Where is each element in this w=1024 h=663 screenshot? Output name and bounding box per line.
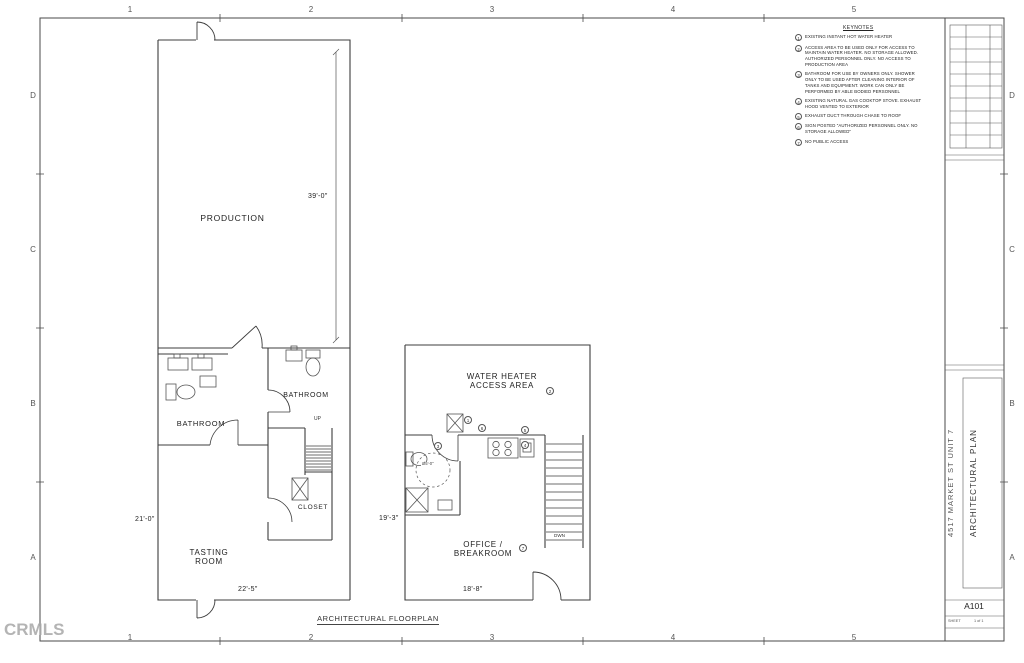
keynote-text: BATHROOM FOR USE BY OWNERS ONLY. SHOWER … (805, 71, 915, 94)
sink-symbol (199, 375, 217, 388)
titleblock-sheet-name: ARCHITECTURAL PLAN (969, 429, 978, 537)
keynotes-title: KEYNOTES (843, 25, 874, 31)
keynote-number: 4 (795, 97, 802, 105)
toilet-symbol (305, 349, 321, 359)
watermark: CRMLS (4, 620, 65, 639)
keynote-number: 5 (795, 112, 802, 120)
border-ticks (36, 14, 1008, 645)
grid-row-label: C (1009, 245, 1015, 254)
grid-row-label: A (30, 553, 36, 562)
left-fixtures (165, 345, 321, 501)
keynote-ref-access: 2 (546, 387, 554, 395)
titleblock-grid (945, 24, 1004, 629)
grid-row-label: D (30, 91, 36, 100)
keynote-item: 7 NO PUBLIC ACCESS (795, 138, 937, 146)
keynote-item: 2 ACCESS AREA TO BE USED ONLY FOR ACCESS… (795, 44, 937, 68)
room-label-closet: CLOSET (297, 504, 329, 511)
keynote-item: 5 EXHAUST DUCT THROUGH CHASE TO ROOF (795, 112, 937, 120)
right-stairs (546, 443, 582, 541)
keynote-ref-bath: 3 (434, 442, 442, 450)
right-plan-walls (404, 344, 591, 601)
grid-col-label: 5 (851, 5, 857, 14)
room-label-office: OFFICE / BREAKROOM (453, 540, 513, 559)
keynotes-panel: KEYNOTES 1 EXISTING INSTANT HOT WATER HE… (795, 25, 937, 149)
sink-symbol (437, 499, 453, 511)
keynote-ref-exhaust: 5 (521, 426, 529, 434)
turning-circle-label: Ø5'-0" (421, 461, 435, 467)
grid-row-label: A (1009, 553, 1015, 562)
keynote-text: EXISTING INSTANT HOT WATER HEATER (805, 34, 893, 39)
drawing-caption: ARCHITECTURAL FLOORPLAN (317, 614, 439, 625)
shower-symbol (405, 487, 429, 513)
grid-row-label: C (30, 245, 36, 254)
dim-19-3: 19'-3" (378, 515, 400, 524)
stair-dwn-label: DWN (553, 533, 566, 539)
sink-symbol (285, 349, 303, 362)
grid-col-label: 2 (308, 5, 314, 14)
room-label-production: PRODUCTION (200, 213, 265, 223)
grid-col-label: 1 (127, 5, 133, 14)
grid-col-label: 2 (308, 633, 314, 642)
keynote-number: 6 (795, 123, 802, 131)
keynote-item: 3 BATHROOM FOR USE BY OWNERS ONLY. SHOWE… (795, 71, 937, 94)
grid-col-label: 3 (489, 633, 495, 642)
left-plan-walls (157, 21, 351, 619)
left-stairs (306, 445, 331, 471)
sheet-border (39, 17, 1005, 642)
keynote-text: EXISTING NATURAL GAS COOKTOP STOVE. EXHA… (805, 97, 922, 109)
dim-18-8: 18'-8" (462, 586, 484, 595)
keynote-text: ACCESS AREA TO BE USED ONLY FOR ACCESS T… (805, 44, 919, 67)
titleblock-sheet-of: 1 of 1 (974, 619, 984, 623)
grid-col-label: 4 (670, 5, 676, 14)
keynote-text: EXHAUST DUCT THROUGH CHASE TO ROOF (805, 112, 902, 118)
grid-row-label: B (1009, 399, 1015, 408)
keynote-number: 2 (795, 44, 802, 52)
keynote-item: 1 EXISTING INSTANT HOT WATER HEATER (795, 34, 937, 41)
stair-up-label: UP (313, 416, 322, 423)
keynote-text: SIGN POSTED "AUTHORIZED PERSONNEL ONLY. … (805, 123, 918, 135)
keynote-text: NO PUBLIC ACCESS (805, 138, 849, 144)
room-label-water-heater: WATER HEATER ACCESS AREA (466, 372, 538, 391)
titleblock-sheet-number: A101 (964, 601, 984, 611)
keynote-item: 4 EXISTING NATURAL GAS COOKTOP STOVE. EX… (795, 97, 937, 110)
room-label-bathroom-right: BATHROOM (283, 392, 329, 399)
dim-39-0: 39'-0" (307, 193, 329, 202)
sink-symbol (167, 357, 189, 371)
grid-col-label: 4 (670, 633, 676, 642)
dim-22-5: 22'-5" (237, 586, 259, 595)
toilet-symbol (165, 383, 177, 401)
keynote-number: 1 (795, 34, 802, 41)
grid-col-label: 1 (127, 633, 133, 642)
stove-symbol (487, 437, 519, 459)
keynote-ref-stove: 4 (521, 441, 529, 449)
keynote-ref-sign: 6 (478, 424, 486, 432)
room-label-bathroom-left: BATHROOM (176, 419, 226, 428)
dimension-line-39 (332, 48, 340, 344)
titleblock-sheet-label: SHEET (948, 619, 961, 623)
keynote-item: 6 SIGN POSTED "AUTHORIZED PERSONNEL ONLY… (795, 123, 937, 135)
keynote-number: 7 (795, 138, 802, 146)
counter-symbol (519, 438, 535, 458)
keynote-number: 3 (795, 71, 802, 79)
grid-col-label: 5 (851, 633, 857, 642)
titleblock-project: 4517 MARKET ST UNIT 7 (946, 428, 955, 537)
equipment-symbol (291, 477, 309, 501)
right-fixtures (405, 413, 535, 513)
room-label-tasting: TASTING ROOM (189, 548, 229, 567)
water-heater-symbol (446, 413, 464, 433)
grid-row-label: B (30, 399, 36, 408)
sink-symbol (191, 357, 213, 371)
keynote-ref-heater: 1 (464, 416, 472, 424)
dim-21-0: 21'-0" (134, 516, 156, 525)
turning-circle-symbol (415, 452, 451, 488)
toilet-symbol (405, 451, 414, 467)
keynote-ref-office: 7 (519, 544, 527, 552)
grid-col-label: 3 (489, 5, 495, 14)
grid-row-label: D (1009, 91, 1015, 100)
